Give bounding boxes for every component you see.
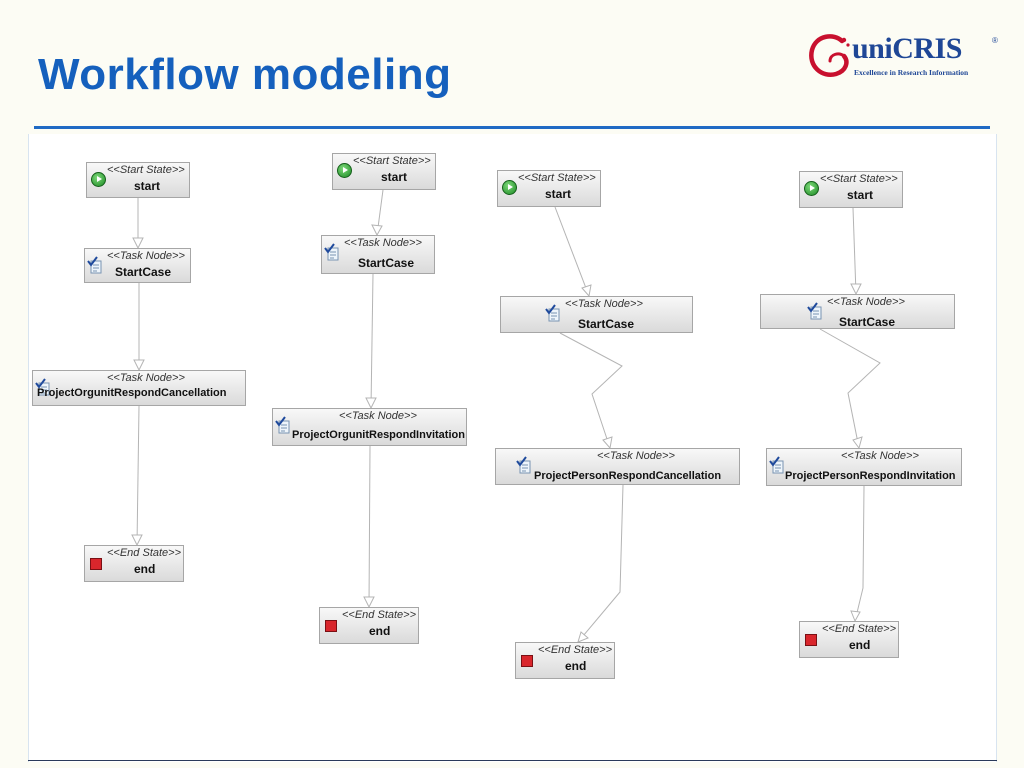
node-name: StartCase (839, 315, 896, 329)
slide-title: Workflow modeling (38, 50, 452, 99)
node-stereotype: <<Start State>> (518, 172, 596, 184)
node-stereotype: <<Task Node>> (565, 298, 643, 310)
connector-task-to-end (854, 485, 865, 622)
task-node[interactable]: <<Task Node>> ProjectOrgunitRespondCance… (32, 370, 246, 406)
task-node-icon (516, 456, 531, 474)
node-name: start (381, 170, 408, 184)
arrowhead (602, 436, 613, 450)
end-state-node[interactable]: <<End State>> end (515, 642, 615, 679)
start-state-node[interactable]: <<Start State>> start (332, 153, 436, 190)
node-name: start (545, 187, 572, 201)
task-node[interactable]: <<Task Node>> StartCase (84, 248, 191, 283)
node-stereotype: <<Task Node>> (597, 450, 675, 462)
task-node[interactable]: <<Task Node>> ProjectOrgunitRespondInvit… (272, 408, 467, 446)
node-name: start (134, 179, 161, 193)
task-node-icon (769, 456, 784, 474)
task-node-icon (807, 302, 822, 320)
node-stereotype: <<Start State>> (107, 164, 185, 176)
node-stereotype: <<Task Node>> (344, 237, 422, 249)
node-stereotype: <<Task Node>> (339, 410, 417, 422)
arrowhead (852, 436, 863, 450)
connector-start-to-startcase (852, 207, 857, 295)
node-stereotype: <<Start State>> (353, 155, 431, 167)
task-node[interactable]: <<Task Node>> ProjectPersonRespondCancel… (495, 448, 740, 485)
node-stereotype: <<End State>> (342, 609, 417, 621)
logo-swirl-icon (809, 34, 850, 78)
arrowhead (363, 596, 375, 609)
task-node-icon (35, 378, 50, 396)
node-name: end (849, 638, 871, 652)
node-name: StartCase (115, 265, 172, 279)
node-name: StartCase (578, 317, 635, 331)
arrowhead (132, 237, 144, 250)
node-stereotype: <<End State>> (538, 644, 613, 656)
end-state-node[interactable]: <<End State>> end (84, 545, 184, 582)
start-state-icon (804, 181, 819, 196)
end-state-icon (325, 620, 337, 632)
arrowhead (371, 224, 383, 237)
start-state-node[interactable]: <<Start State>> start (497, 170, 601, 207)
node-stereotype: <<Task Node>> (827, 296, 905, 308)
logo-name: uniCRIS (852, 32, 962, 65)
task-node[interactable]: <<Task Node>> StartCase (500, 296, 693, 333)
connector-startcase-to-task (370, 273, 374, 409)
task-node[interactable]: <<Task Node>> StartCase (760, 294, 955, 329)
start-state-node[interactable]: <<Start State>> start (799, 171, 903, 208)
bottom-rule (28, 760, 997, 761)
arrowhead (850, 610, 861, 623)
node-name: end (565, 659, 587, 673)
node-name: ProjectOrgunitRespondCancellation (37, 387, 227, 399)
node-stereotype: <<Start State>> (820, 173, 898, 185)
logo-registered-mark: ® (992, 36, 998, 45)
connector-startcase-to-task (559, 332, 623, 449)
task-node-icon (275, 416, 290, 434)
arrowhead (133, 359, 145, 372)
arrowhead (850, 283, 862, 296)
connector-startcase-to-task (819, 328, 881, 449)
node-name: ProjectPersonRespondInvitation (785, 470, 956, 482)
connector-start-to-startcase (554, 206, 590, 297)
end-state-icon (90, 558, 102, 570)
start-state-icon (337, 163, 352, 178)
logo-tagline: Excellence in Research Information (854, 68, 969, 77)
start-state-icon (502, 180, 517, 195)
connector-task-to-end (136, 405, 140, 546)
node-name: ProjectPersonRespondCancellation (534, 470, 722, 482)
node-stereotype: <<Task Node>> (841, 450, 919, 462)
task-node-icon (87, 256, 102, 274)
arrowhead (581, 284, 592, 298)
task-node[interactable]: <<Task Node>> ProjectPersonRespondInvita… (766, 448, 962, 486)
end-state-icon (805, 634, 817, 646)
arrowhead (131, 534, 143, 547)
task-node-icon (324, 243, 339, 261)
connector-task-to-end (577, 484, 624, 643)
node-name: start (847, 188, 874, 202)
task-node[interactable]: <<Task Node>> StartCase (321, 235, 435, 274)
start-state-node[interactable]: <<Start State>> start (86, 162, 190, 198)
task-node-icon (545, 304, 560, 322)
node-stereotype: <<End State>> (107, 547, 182, 559)
node-name: end (369, 624, 391, 638)
node-name: end (134, 562, 156, 576)
title-rule (34, 126, 990, 129)
unicris-logo: uniCRIS ® Excellence in Research Informa… (808, 30, 1000, 86)
end-state-icon (521, 655, 533, 667)
node-stereotype: <<Task Node>> (107, 372, 185, 384)
arrowhead (577, 631, 589, 643)
node-stereotype: <<End State>> (822, 623, 897, 635)
node-name: StartCase (358, 256, 415, 270)
node-name: ProjectOrgunitRespondInvitation (292, 429, 465, 441)
start-state-icon (91, 172, 106, 187)
end-state-node[interactable]: <<End State>> end (799, 621, 899, 658)
connector-task-to-end (368, 445, 371, 608)
arrowhead (365, 397, 377, 410)
end-state-node[interactable]: <<End State>> end (319, 607, 419, 644)
node-stereotype: <<Task Node>> (107, 250, 185, 262)
